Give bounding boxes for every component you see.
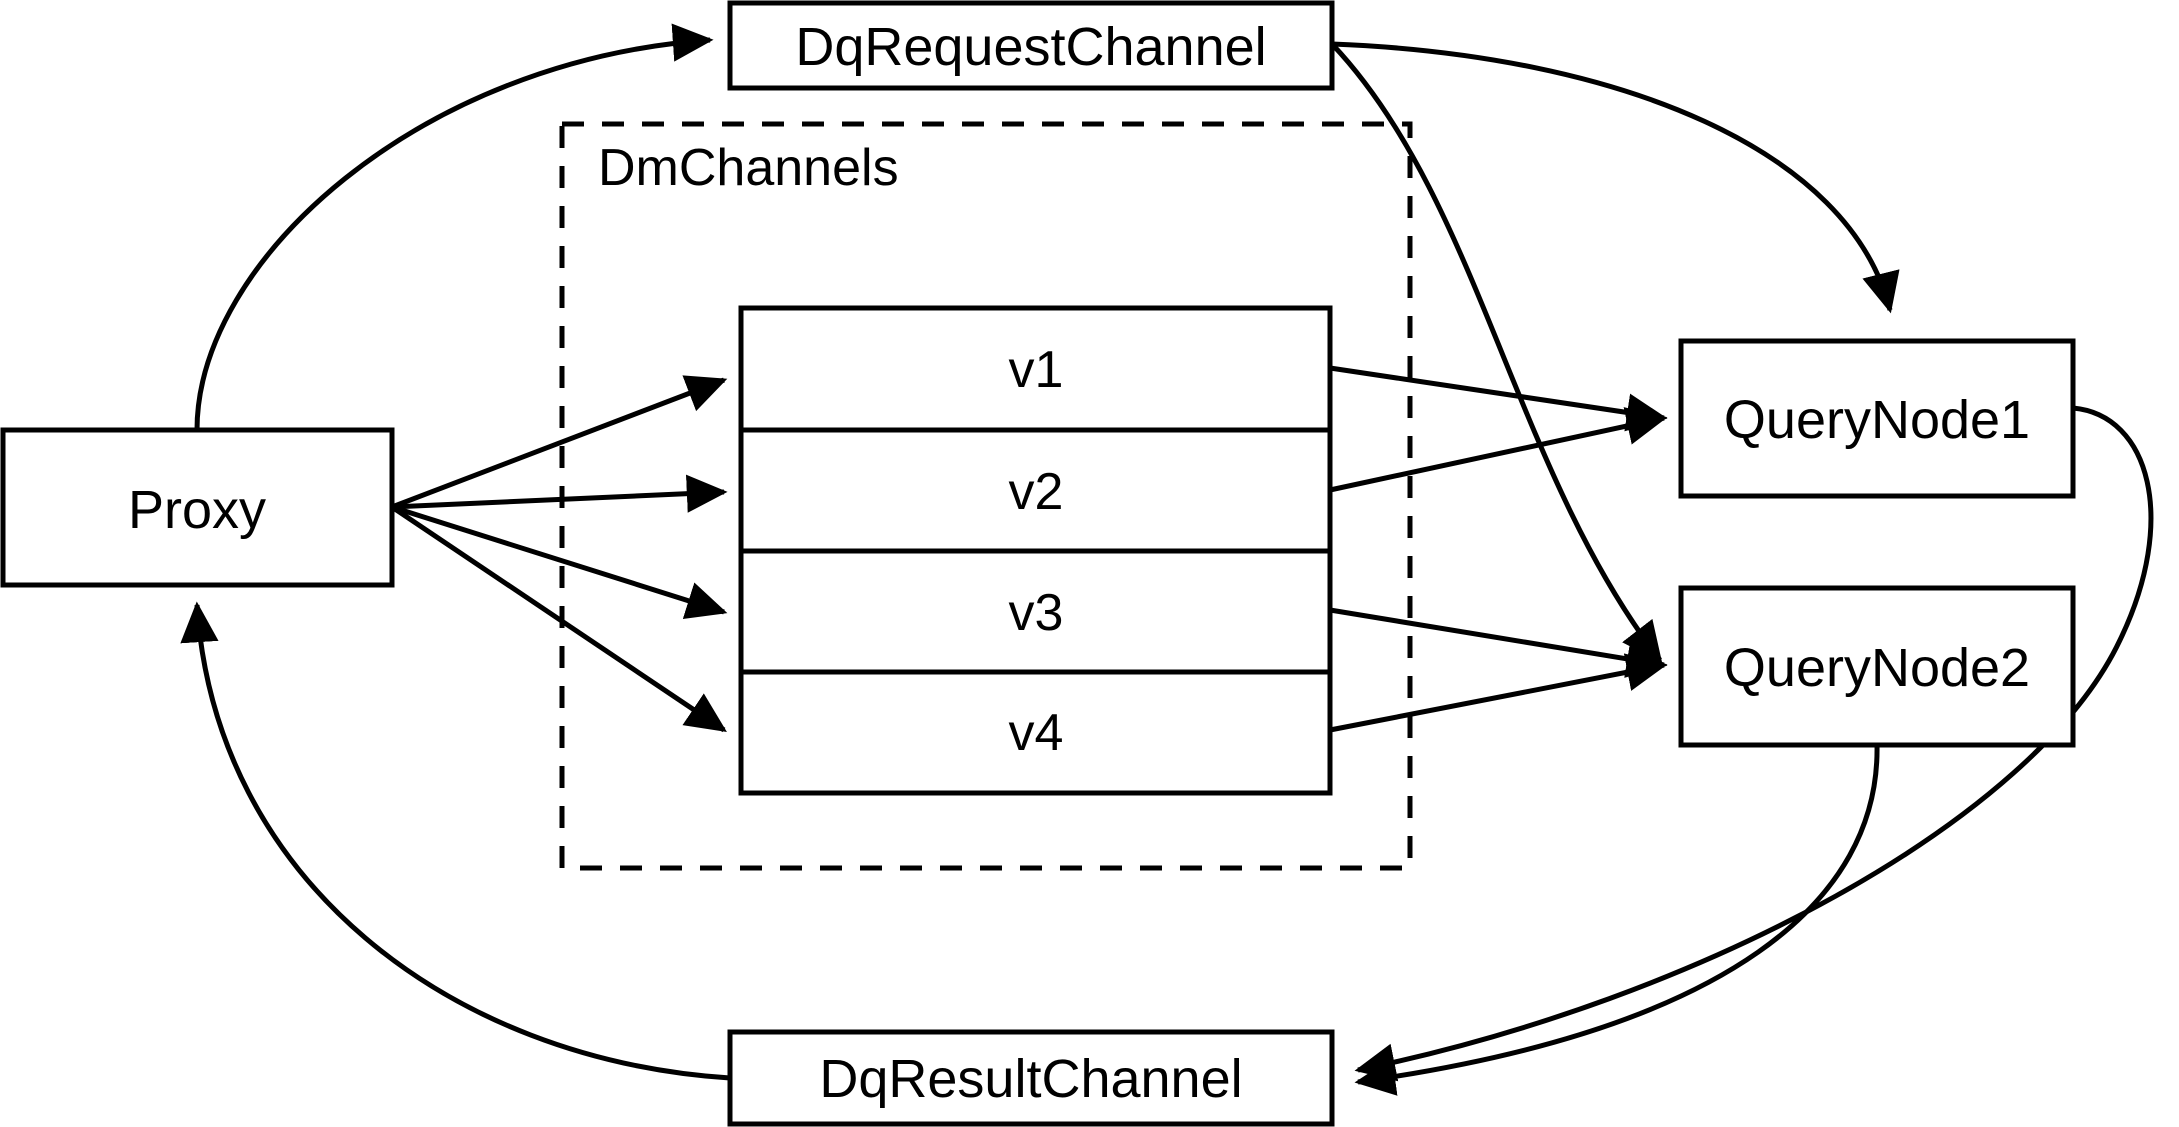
node-dq-request-channel-label: DqRequestChannel <box>795 17 1266 77</box>
edge-v4-to-querynode2 <box>1329 653 1668 733</box>
edge-v2-to-querynode1 <box>1329 407 1668 493</box>
edge-proxy-to-v2 <box>391 474 728 513</box>
node-query-node-2-label: QueryNode2 <box>1724 638 2030 698</box>
edge-proxy-to-v3 <box>391 504 728 620</box>
node-query-node-2[interactable] <box>1678 585 2076 748</box>
dmchannels-group-label: DmChannels <box>598 139 899 197</box>
node-proxy[interactable] <box>0 427 395 588</box>
edge-v3-to-querynode2 <box>1329 607 1668 678</box>
edge-proxy-to-v4 <box>390 504 727 733</box>
node-dq-result-channel-label: DqResultChannel <box>819 1049 1242 1109</box>
channel-row-v2[interactable]: v2 <box>1009 463 1064 521</box>
node-dq-result-channel[interactable] <box>727 1029 1335 1127</box>
node-query-node-1-label: QueryNode1 <box>1724 390 2030 450</box>
edge-dqresultchannel-to-proxy <box>180 601 731 1081</box>
node-dq-request-channel[interactable] <box>727 0 1335 91</box>
edge-dqrequestchannel-to-querynode1 <box>1331 41 1900 314</box>
edge-proxy-to-dqrequestchannel <box>194 23 714 431</box>
edge-proxy-to-v1 <box>391 375 728 510</box>
edge-v1-to-querynode1 <box>1329 365 1668 432</box>
edge-querynode2-to-dqresultchannel <box>1354 744 1880 1096</box>
channel-row-v4[interactable]: v4 <box>1009 704 1064 762</box>
node-proxy-label: Proxy <box>128 480 266 540</box>
dmchannels-group <box>559 121 1413 871</box>
edge-dqrequestchannel-to-querynode2 <box>1330 42 1663 663</box>
channel-row-v1[interactable]: v1 <box>1009 341 1064 399</box>
node-query-node-1[interactable] <box>1678 338 2076 499</box>
channel-row-v3[interactable]: v3 <box>1009 584 1064 642</box>
